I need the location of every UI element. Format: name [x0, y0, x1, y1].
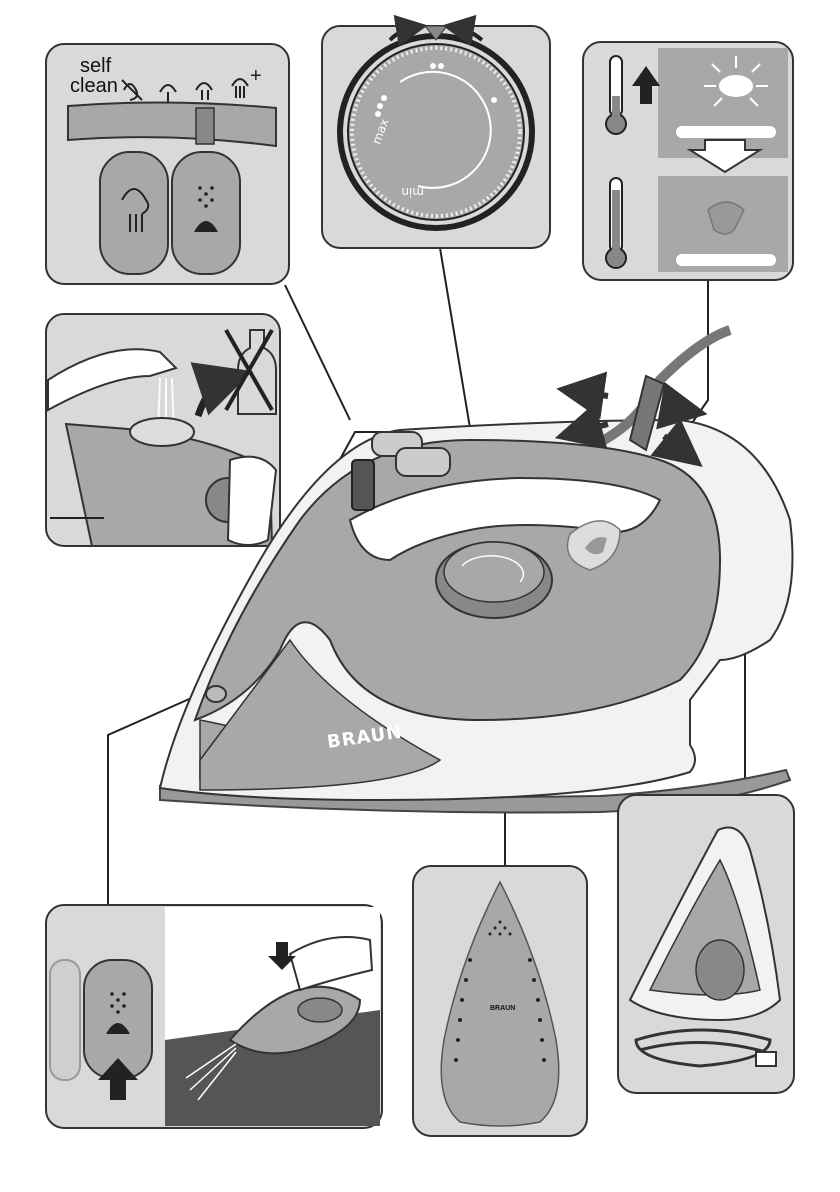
panel-soleplate: BRAUN [413, 866, 587, 1136]
panel-storage [618, 795, 794, 1093]
thermometer-bottom [606, 178, 626, 268]
panel-temperature-indicator [583, 42, 793, 280]
panel-temperature-dial: max min [322, 26, 550, 248]
spray-button[interactable] [172, 152, 240, 274]
dial-min-label: min [401, 185, 424, 199]
thermometer-top [606, 56, 626, 134]
panel-spray [46, 905, 382, 1128]
self-clean-label-2: clean [70, 75, 118, 97]
svg-text:+: + [250, 65, 262, 87]
panel-selector: self clean + [46, 44, 289, 284]
spray-nozzle [206, 686, 226, 702]
shot-of-steam-button[interactable] [100, 152, 168, 274]
soleplate-brand-logo: BRAUN [490, 1005, 515, 1012]
iron-steam-button[interactable] [396, 448, 450, 476]
self-clean-label-1: self [80, 55, 112, 77]
panel-water-filling [46, 314, 280, 546]
